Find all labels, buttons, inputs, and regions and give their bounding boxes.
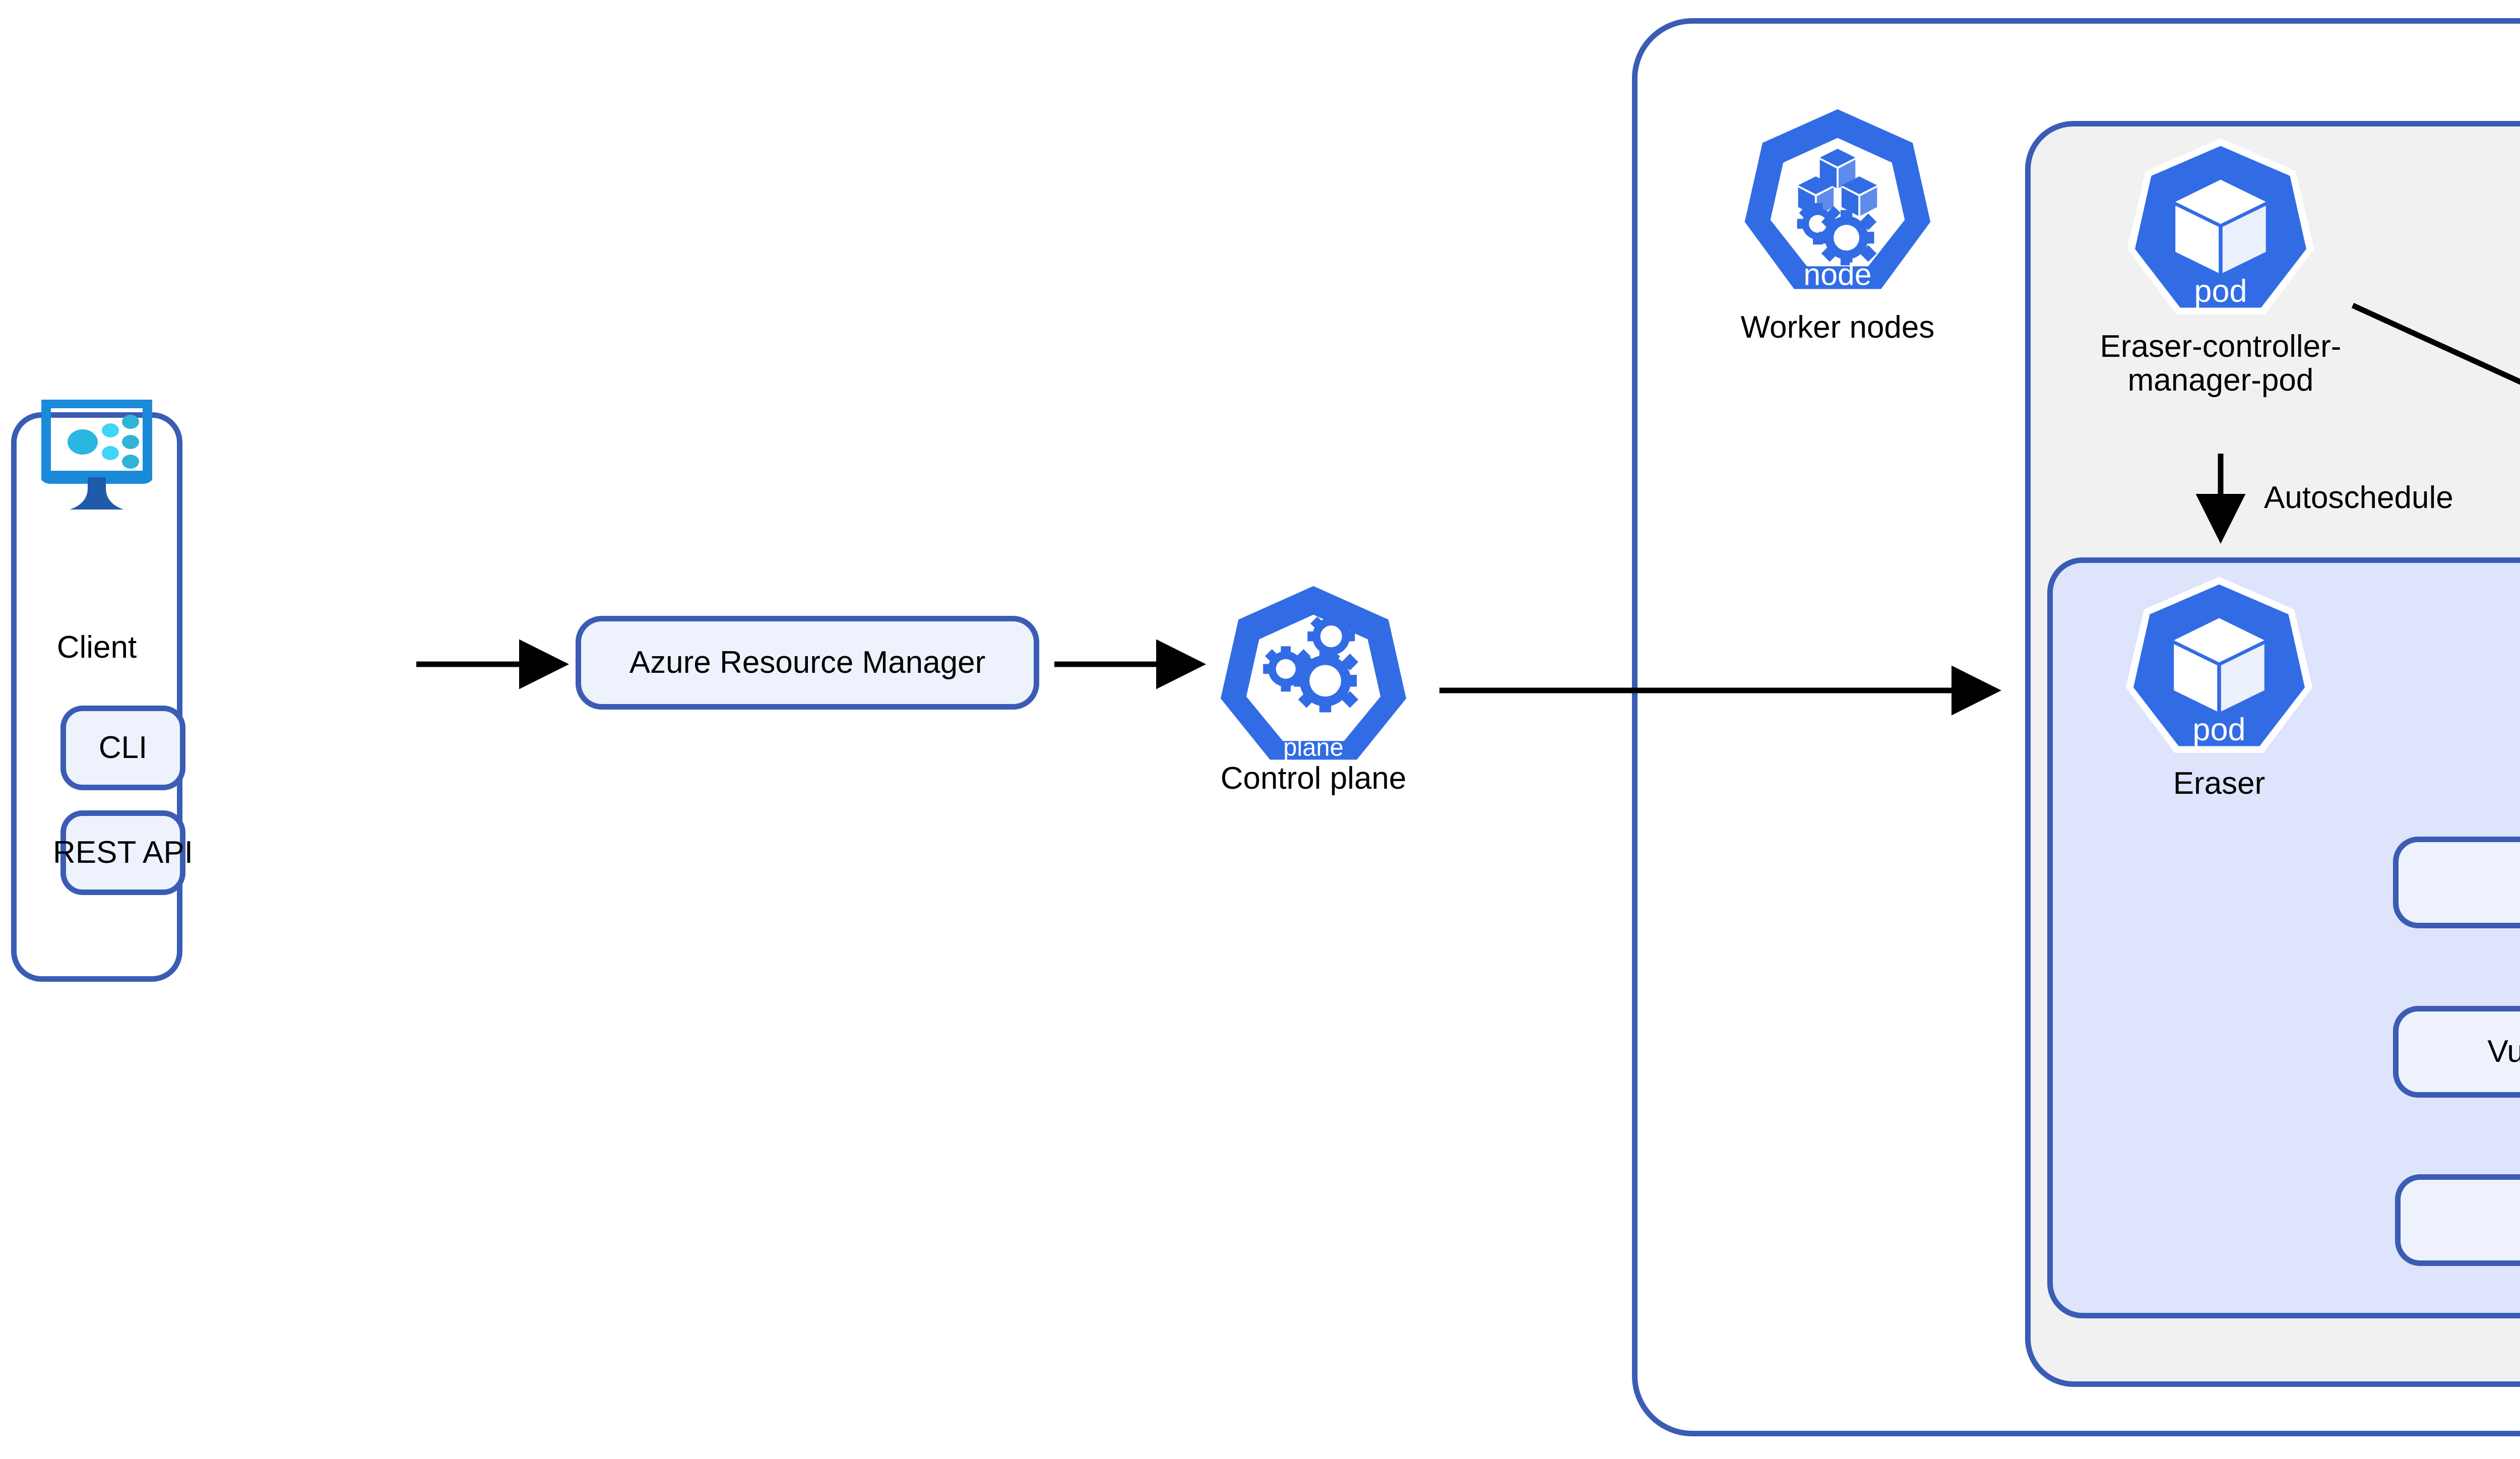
svg-text:node: node bbox=[1803, 258, 1871, 292]
cli-box[interactable]: CLI bbox=[60, 706, 185, 790]
client-label: Client bbox=[56, 630, 137, 665]
collector-box[interactable]: Collector bbox=[2393, 837, 2520, 928]
rest-api-box[interactable]: REST API bbox=[53, 810, 193, 895]
worker-nodes-label: Worker nodes bbox=[1740, 310, 1935, 345]
svg-text:pod: pod bbox=[2192, 712, 2245, 747]
azure-resource-manager-box[interactable]: Azure Resource Manager bbox=[576, 616, 1039, 710]
control-plane-label: Control plane bbox=[1220, 761, 1407, 796]
vulnerability-scanner-box[interactable]: Vulnerability scanner bbox=[2393, 1006, 2520, 1098]
vulnerability-scanner-label: Vulnerability scanner bbox=[2487, 1034, 2520, 1069]
client-monitor-icon bbox=[41, 400, 152, 516]
kubernetes-pod-icon-controller: pod bbox=[2124, 136, 2317, 320]
autoschedule-label: Autoschedule bbox=[2264, 480, 2453, 515]
svg-text:pod: pod bbox=[2194, 274, 2247, 309]
rest-api-label: REST API bbox=[53, 835, 193, 870]
svg-text:plane: plane bbox=[1283, 734, 1344, 762]
controller-pod-label: Eraser-controller- manager-pod bbox=[2100, 329, 2342, 398]
eraser-pod-label: Eraser bbox=[2173, 766, 2265, 801]
kubernetes-node-icon: node bbox=[1739, 105, 1936, 299]
kubernetes-pod-icon-eraser: pod bbox=[2123, 575, 2315, 758]
kubernetes-control-plane-icon: control plane bbox=[1215, 582, 1412, 770]
azure-resource-manager-label: Azure Resource Manager bbox=[629, 645, 986, 680]
cli-label: CLI bbox=[98, 730, 148, 765]
remover-step-box[interactable]: Remover bbox=[2395, 1174, 2520, 1266]
svg-text:control: control bbox=[1277, 711, 1351, 738]
